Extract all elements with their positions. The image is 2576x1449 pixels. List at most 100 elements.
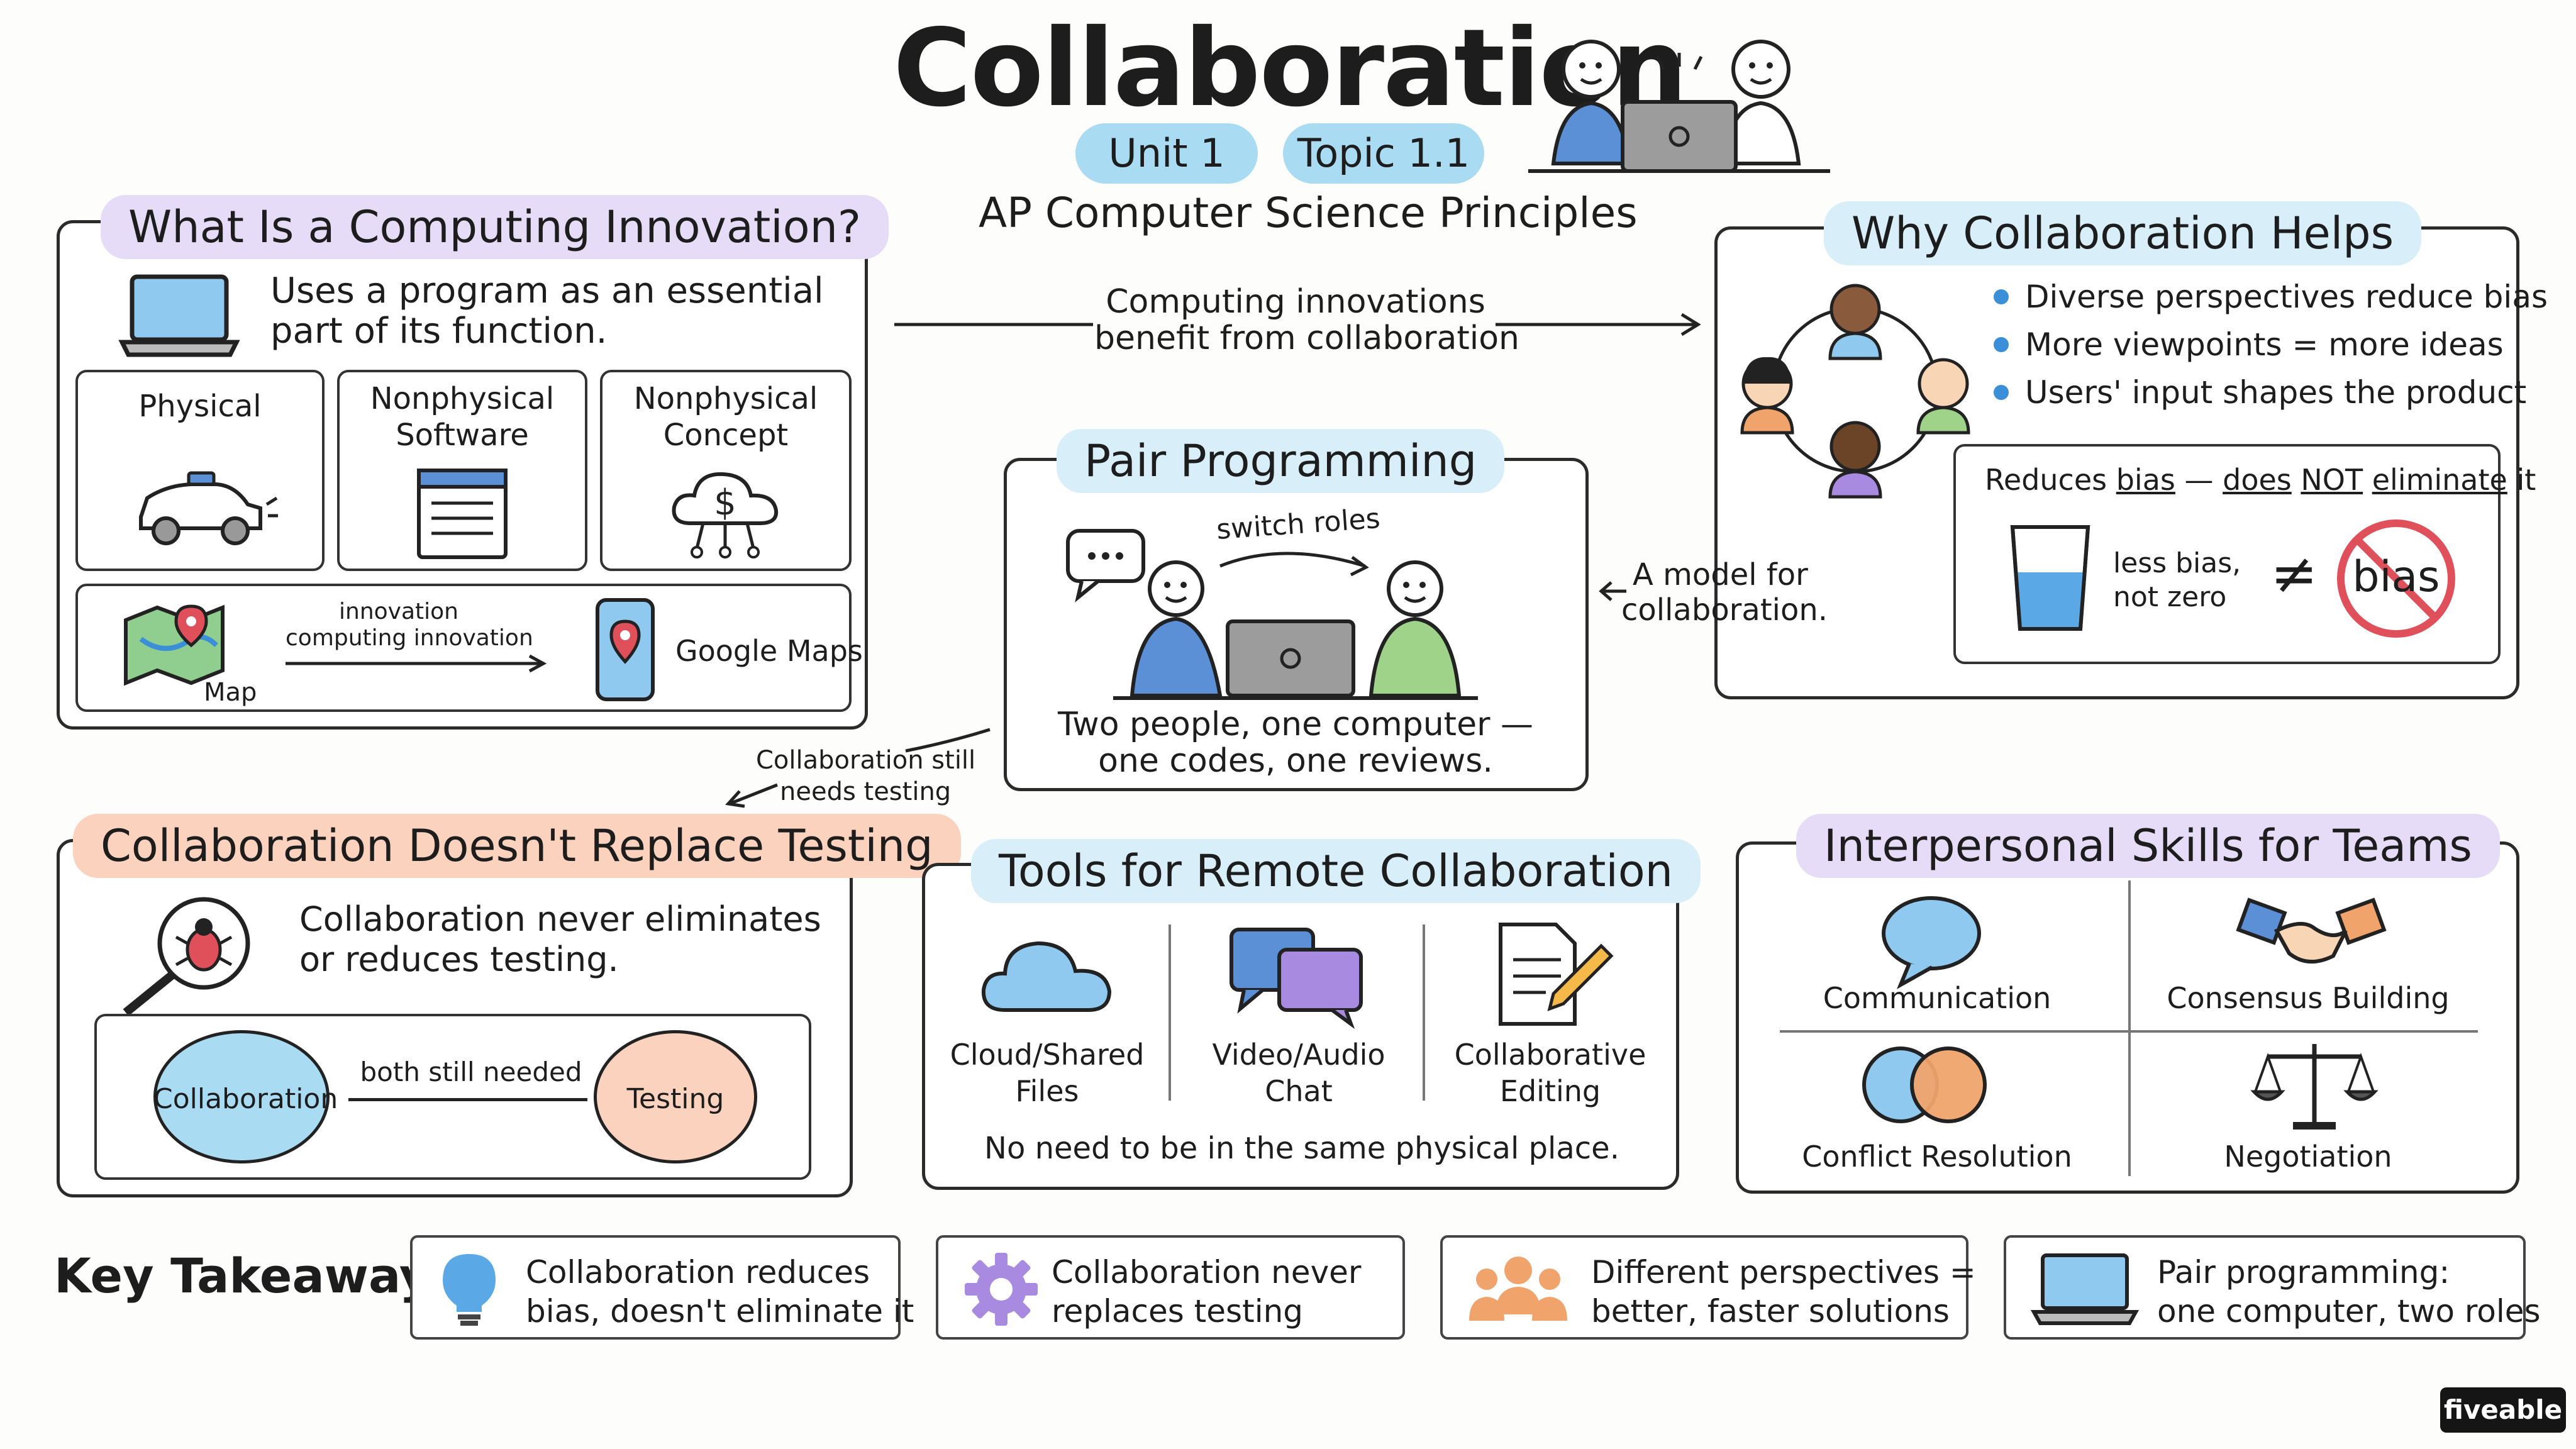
why-bullet: Users' input shapes the product bbox=[1994, 369, 2548, 416]
bug-magnifier-icon bbox=[123, 897, 250, 1016]
pair-caption-line1: Two people, one computer — bbox=[1058, 706, 1533, 743]
laptop-icon bbox=[2030, 1253, 2140, 1325]
link-label: both still needed bbox=[360, 1057, 582, 1087]
topic-pill: Topic 1.1 bbox=[1283, 123, 1484, 184]
pair-caption-line2: one codes, one reviews. bbox=[1098, 742, 1493, 780]
document-edit-icon bbox=[1499, 923, 1614, 1026]
type-concept-line2: Concept bbox=[663, 418, 789, 453]
takeaway-pair: Pair programming:one computer, two roles bbox=[2004, 1235, 2541, 1340]
innovation-example-row: Map innovation computing innovation Goog… bbox=[75, 584, 863, 712]
connector-text-line1: Computing innovations bbox=[1106, 283, 1485, 321]
water-glass-icon bbox=[2010, 525, 2090, 631]
group-people-icon bbox=[1469, 1257, 1567, 1321]
handshake-icon bbox=[2236, 897, 2387, 964]
pair-title: Pair Programming bbox=[1057, 429, 1505, 493]
tools-divider bbox=[1423, 924, 1425, 1101]
testing-circle bbox=[594, 1030, 757, 1163]
course-name: AP Computer Science Principles bbox=[979, 189, 1638, 237]
tools-panel bbox=[922, 863, 1679, 1190]
testing-text-line1: Collaboration never eliminates bbox=[299, 899, 821, 939]
tool-video-line1: Video/Audio bbox=[1212, 1038, 1385, 1072]
bias-word: bias bbox=[2352, 552, 2440, 602]
skill-conflict: Conflict Resolution bbox=[1802, 1140, 2072, 1174]
unit-pill: Unit 1 bbox=[1075, 123, 1258, 184]
takeaway-text: Pair programming:one computer, two roles bbox=[2157, 1254, 2541, 1330]
example-to-label: Google Maps bbox=[675, 634, 863, 668]
example-from-label: Map bbox=[204, 678, 257, 707]
no-bias-icon bbox=[2337, 519, 2455, 638]
testing-note-line1: Collaboration still bbox=[756, 746, 976, 775]
less-bias-line1: less bias, bbox=[2113, 547, 2241, 579]
bias-heading: Reduces bias — does NOT eliminate it bbox=[1985, 463, 2536, 497]
model-note-arrow bbox=[1599, 581, 1626, 601]
tool-editing-line1: Collaborative bbox=[1454, 1038, 1646, 1072]
tool-video-line2: Chat bbox=[1265, 1074, 1333, 1108]
testing-circle-label: Testing bbox=[626, 1083, 724, 1115]
takeaway-text: Different perspectives =better, faster s… bbox=[1591, 1254, 1976, 1330]
testing-note-arrow bbox=[725, 728, 991, 808]
type-physical-label: Physical bbox=[138, 389, 262, 424]
innovation-definition-line2: part of its function. bbox=[270, 311, 608, 352]
example-arrow-top: innovation bbox=[339, 599, 458, 625]
tool-editing-line2: Editing bbox=[1499, 1074, 1601, 1108]
video-chat-icon bbox=[1230, 928, 1363, 1030]
scales-icon bbox=[2250, 1044, 2379, 1130]
laptop-icon bbox=[118, 274, 240, 357]
example-arrow-bottom: computing innovation bbox=[286, 625, 533, 651]
why-bullet-list: Diverse perspectives reduce bias More vi… bbox=[1994, 273, 2548, 416]
map-icon bbox=[124, 604, 225, 686]
skill-negotiation: Negotiation bbox=[2224, 1140, 2392, 1174]
connector-text-line2: benefit from collaboration bbox=[1094, 319, 1519, 357]
tool-cloud-line1: Cloud/Shared bbox=[950, 1038, 1145, 1072]
cloud-icon bbox=[981, 941, 1112, 1012]
takeaway-perspectives: Different perspectives =better, faster s… bbox=[1440, 1235, 1976, 1340]
skills-title: Interpersonal Skills for Teams bbox=[1796, 814, 2500, 878]
bias-box: Reduces bias — does NOT eliminate it les… bbox=[1953, 444, 2536, 664]
svg-text:$: $ bbox=[714, 482, 736, 523]
software-window-icon bbox=[417, 469, 508, 559]
type-concept-line1: Nonphysical bbox=[633, 381, 818, 416]
collaboration-people-icon bbox=[1528, 40, 1830, 173]
speech-bubble-icon bbox=[1882, 896, 1981, 989]
why-title: Why Collaboration Helps bbox=[1824, 201, 2422, 265]
testing-text-line2: or reduces testing. bbox=[299, 940, 619, 979]
less-bias-line2: not zero bbox=[2113, 581, 2227, 613]
tools-divider bbox=[1169, 924, 1171, 1101]
innovation-definition-line1: Uses a program as an essential bbox=[270, 270, 824, 311]
why-bullet: Diverse perspectives reduce bias bbox=[1994, 273, 2548, 321]
top-connector-arrow bbox=[894, 313, 1701, 336]
brand-logo: fiveable bbox=[2440, 1387, 2566, 1433]
tools-footer: No need to be in the same physical place… bbox=[984, 1131, 1619, 1166]
skills-vdivider bbox=[2128, 880, 2131, 1176]
collaboration-circle bbox=[153, 1030, 330, 1163]
testing-note-line2: needs testing bbox=[780, 777, 952, 806]
overlap-circles-icon bbox=[1862, 1046, 1987, 1123]
type-card-software: Nonphysical Software bbox=[337, 370, 587, 571]
tools-title: Tools for Remote Collaboration bbox=[971, 839, 1701, 903]
type-software-line1: Nonphysical bbox=[370, 381, 555, 416]
skill-communication: Communication bbox=[1823, 981, 2051, 1015]
link-line bbox=[348, 1098, 587, 1101]
type-software-line2: Software bbox=[396, 418, 529, 453]
innovation-title: What Is a Computing Innovation? bbox=[101, 195, 889, 259]
example-arrow bbox=[286, 654, 547, 673]
takeaways-label: Key Takeaways: bbox=[54, 1248, 479, 1304]
type-card-physical: Physical bbox=[75, 370, 325, 571]
phone-map-icon bbox=[596, 598, 655, 701]
testing-compare-box: Collaboration both still needed Testing bbox=[94, 1014, 811, 1180]
page-title: Collaboration bbox=[893, 6, 1687, 131]
not-equal-sign: ≠ bbox=[2270, 541, 2318, 607]
car-icon bbox=[139, 471, 278, 545]
model-note-line2: collaboration. bbox=[1621, 592, 1828, 628]
diverse-people-icon bbox=[1740, 284, 1970, 499]
cloud-money-icon: $ bbox=[672, 472, 779, 558]
tool-cloud-line2: Files bbox=[1015, 1074, 1079, 1108]
skill-consensus: Consensus Building bbox=[2167, 981, 2450, 1015]
testing-title: Collaboration Doesn't Replace Testing bbox=[73, 814, 961, 878]
type-card-concept: Nonphysical Concept $ bbox=[600, 370, 852, 571]
model-note-line1: A model for bbox=[1633, 557, 1808, 592]
why-bullet: More viewpoints = more ideas bbox=[1994, 321, 2548, 369]
